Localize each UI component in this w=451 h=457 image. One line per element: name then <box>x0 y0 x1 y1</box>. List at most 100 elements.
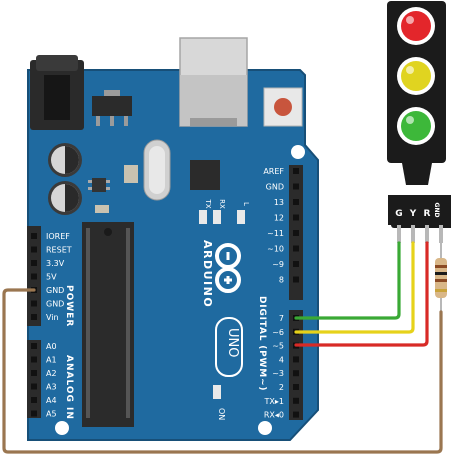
digital-pin-label: ~10 <box>267 245 284 254</box>
module-pin <box>425 225 429 243</box>
digital-pin-label: 13 <box>274 198 284 207</box>
digital-pin-label: 2 <box>279 383 284 392</box>
header-pin <box>293 261 299 267</box>
header-pin <box>31 246 37 253</box>
header-pin <box>293 370 299 377</box>
wire-yellow <box>294 241 415 334</box>
capacitors <box>48 143 82 215</box>
header-pin <box>31 300 37 307</box>
header-pin <box>293 214 299 221</box>
header-pin <box>293 356 299 363</box>
brand-label: ARDUINO <box>201 240 214 308</box>
digital-pin-label: 8 <box>279 276 284 285</box>
header-pin <box>293 411 299 418</box>
analog-pin-label: A3 <box>46 383 57 392</box>
arduino-logo <box>215 243 241 293</box>
header-pin <box>293 276 299 283</box>
power-title: POWER <box>64 285 74 327</box>
wire-ground <box>2 288 443 454</box>
module-pin <box>411 225 415 243</box>
l-led-label: L <box>242 202 250 206</box>
digital-pin-label: TX▸1 <box>264 397 284 406</box>
analog-header <box>27 340 41 418</box>
digital-pin-label: ~3 <box>272 369 284 378</box>
header-pin <box>293 168 299 174</box>
model-label: UNO <box>225 328 240 357</box>
power-pin-label: 3.3V <box>46 259 65 268</box>
module-pin <box>397 225 401 243</box>
reset-button <box>263 87 303 127</box>
header-pin <box>31 410 37 417</box>
board-leds <box>199 210 245 399</box>
header-pin <box>31 397 37 403</box>
analog-pin-label: A1 <box>46 356 57 365</box>
header-pin <box>293 245 299 252</box>
usb-chip <box>190 160 220 190</box>
tx-led-label: TX <box>204 198 212 208</box>
header-pin <box>293 384 299 390</box>
header-pin <box>31 343 37 349</box>
header-pin <box>293 397 299 404</box>
power-pin-label: 5V <box>46 273 57 282</box>
power-jack <box>30 55 84 130</box>
voltage-regulator <box>92 90 132 126</box>
header-pin <box>31 314 37 320</box>
header-pin <box>31 356 37 363</box>
on-label: ON <box>217 408 226 420</box>
wire-green <box>294 241 401 320</box>
lamp-light <box>401 61 431 91</box>
wires <box>2 241 443 454</box>
digital-pin-label: GND <box>266 183 284 192</box>
power-pin-label: RESET <box>46 246 72 255</box>
digital-pin-label: 12 <box>274 214 284 223</box>
mounting-hole <box>55 421 69 435</box>
module-pin-label: GND <box>433 203 440 218</box>
digital-pin-label: ~11 <box>267 229 284 238</box>
smd-components <box>88 165 138 213</box>
header-pin <box>31 233 37 239</box>
power-pin-label: GND <box>46 286 64 295</box>
digital-header-top <box>289 165 303 300</box>
digital-pin-label: ~6 <box>272 328 284 337</box>
uno-badge: UNO <box>215 317 243 377</box>
analog-pin-label: A4 <box>46 396 57 405</box>
power-header <box>27 226 41 326</box>
lamp-light <box>401 11 431 41</box>
header-pin <box>31 383 37 390</box>
resistor <box>435 238 447 312</box>
header-pin <box>31 370 37 376</box>
digital-title: DIGITAL (PWM~) <box>257 296 267 391</box>
digital-pin-label: ~5 <box>272 342 284 351</box>
power-pin-label: IOREF <box>46 232 70 241</box>
mcu-chip <box>82 222 134 427</box>
power-pin-label: GND <box>46 300 64 309</box>
header-pin <box>293 199 299 205</box>
usb-connector <box>179 37 248 127</box>
mounting-hole <box>291 145 305 159</box>
digital-pin-label: RX◂0 <box>264 411 284 420</box>
module-pin-label: Y <box>409 209 417 219</box>
module-pin-label: R <box>424 209 431 219</box>
wire-red <box>294 241 429 347</box>
power-pin-label: Vin <box>46 313 59 322</box>
module-pin <box>439 225 443 243</box>
module-pin-label: G <box>395 209 402 219</box>
mounting-hole <box>258 421 272 435</box>
digital-pin-label: AREF <box>263 167 284 176</box>
analog-pin-label: A5 <box>46 410 57 419</box>
header-pin <box>31 273 37 280</box>
digital-header-bottom <box>289 310 303 420</box>
header-pin <box>31 260 37 266</box>
analog-title: ANALOG IN <box>64 355 74 420</box>
header-pin <box>293 230 299 236</box>
rx-led-label: RX <box>218 199 226 209</box>
digital-pin-label: 4 <box>279 355 284 364</box>
crystal-oscillator <box>143 139 171 201</box>
digital-pin-label: ~9 <box>272 260 284 269</box>
header-pin <box>293 183 299 190</box>
analog-pin-label: A2 <box>46 369 57 378</box>
lamp-light <box>401 111 431 141</box>
analog-pin-label: A0 <box>46 342 57 351</box>
